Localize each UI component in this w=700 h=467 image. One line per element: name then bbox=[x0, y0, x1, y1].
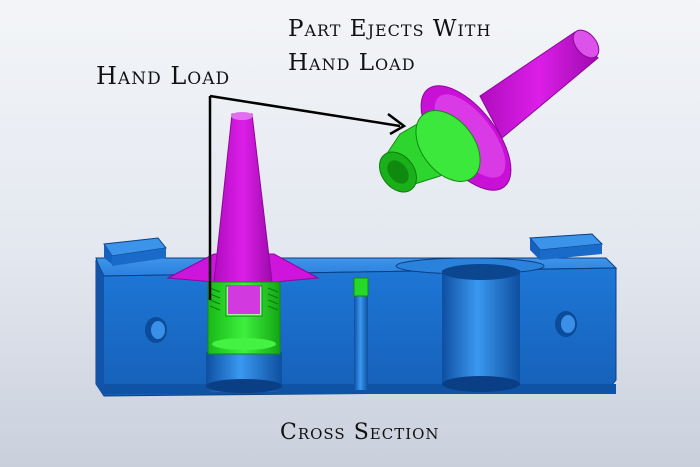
hand-load-label: Hand Load bbox=[96, 62, 231, 90]
ejected-part-stem bbox=[479, 31, 599, 139]
right-bore bbox=[442, 264, 520, 392]
left-raised-pad bbox=[103, 237, 167, 266]
arrowhead bbox=[387, 113, 407, 136]
mold-base bbox=[95, 233, 618, 397]
installed-part bbox=[166, 112, 320, 355]
installed-part-stem bbox=[213, 113, 273, 283]
cross-section-label: Cross Section bbox=[280, 420, 440, 445]
insert-threads bbox=[209, 287, 279, 311]
right-side-hole bbox=[555, 311, 577, 337]
installed-part-tip bbox=[231, 112, 253, 120]
ejected-insert bbox=[378, 110, 481, 193]
ejected-part-tip bbox=[572, 29, 600, 59]
installed-part-core bbox=[228, 286, 260, 314]
hand-load-arrow bbox=[208, 94, 407, 300]
center-channel bbox=[353, 277, 369, 390]
left-side-hole bbox=[145, 317, 167, 343]
mold-left-end bbox=[96, 260, 104, 396]
left-bore bbox=[206, 352, 282, 393]
part-ejects-label: Part Ejects With Hand Load bbox=[288, 12, 491, 80]
ejected-part bbox=[378, 29, 600, 193]
part-ejects-line2: Hand Load bbox=[288, 50, 416, 76]
installed-insert bbox=[207, 281, 281, 355]
center-green-plug bbox=[353, 277, 369, 297]
right-raised-pad bbox=[528, 233, 604, 260]
part-ejects-line1: Part Ejects With bbox=[288, 16, 492, 42]
arrow-line-to-ejected-part bbox=[209, 94, 401, 128]
